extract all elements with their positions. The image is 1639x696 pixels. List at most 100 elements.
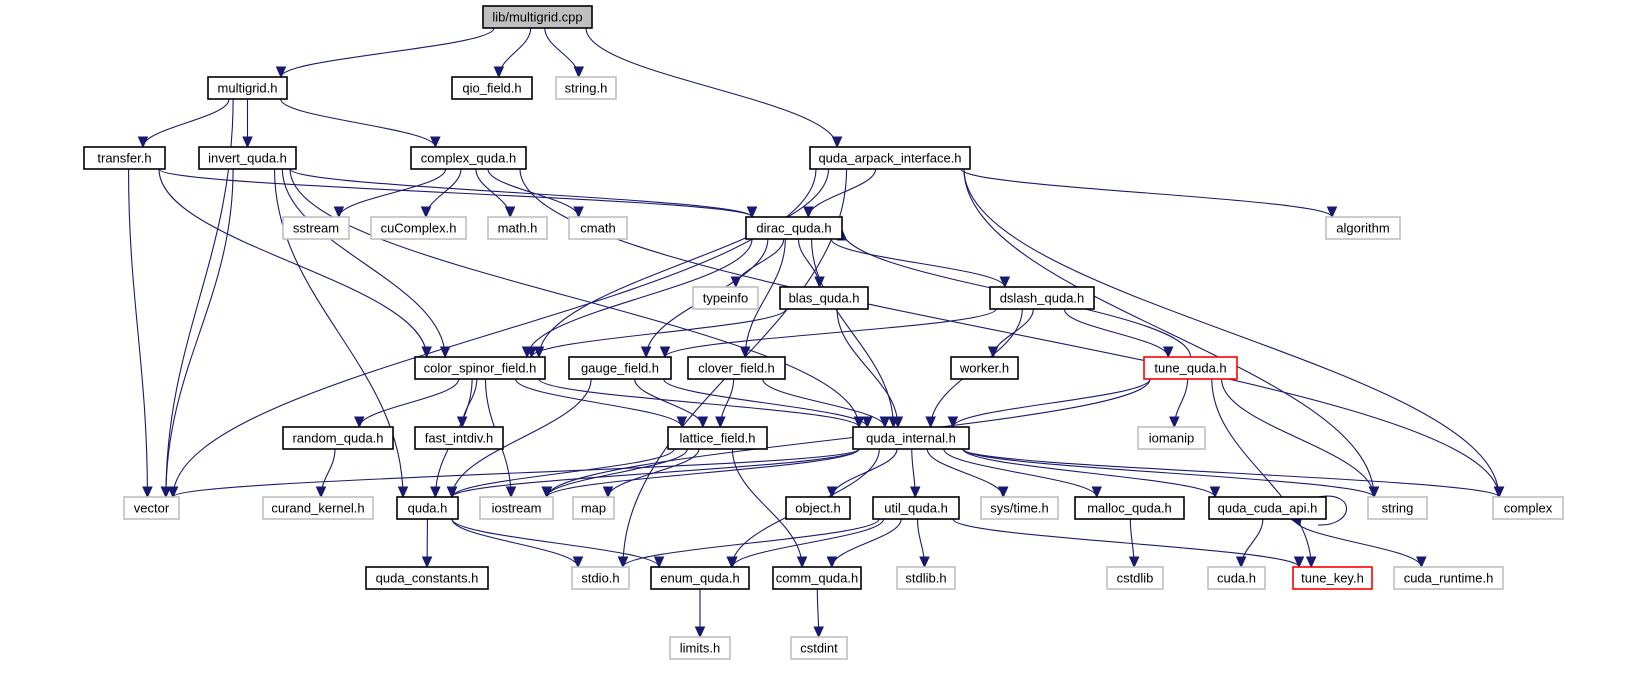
node-stdlib-h[interactable]: stdlib.h [896,566,956,590]
edge-lattice-field-h-to-iostream [546,448,688,498]
edge-quda-internal-h-to-quda-cuda-api-h [962,448,1216,498]
node-comm-quda-h[interactable]: comm_quda.h [772,566,862,590]
node-label: dirac_quda.h [756,221,831,236]
node-map[interactable]: map [572,496,615,520]
node-label: curand_kernel.h [271,501,364,516]
node-fast-intdiv-h[interactable]: fast_intdiv.h [414,426,504,450]
node-cstdlib[interactable]: cstdlib [1106,566,1164,590]
node-random-quda-h[interactable]: random_quda.h [282,426,394,450]
node-box [989,286,1095,310]
node-box [414,356,546,380]
node-algorithm[interactable]: algorithm [1325,216,1401,240]
node-util-quda-h[interactable]: util_quda.h [872,496,960,520]
edge-util-quda-h-to-enum-quda-h [731,518,885,568]
edge-root-to-multigrid-h [280,27,495,78]
node-box [568,356,672,380]
edge-quda-internal-h-to-complex [962,448,1500,498]
node-box [1393,566,1504,590]
node-box [1367,496,1428,520]
node-cuda-runtime-h[interactable]: cuda_runtime.h [1393,566,1504,590]
node-blas-quda-h[interactable]: blas_quda.h [779,286,869,310]
node-quda-internal-h[interactable]: quda_internal.h [852,426,970,450]
node-quda-h[interactable]: quda.h [396,496,459,520]
edge-tune-quda-h-to-quda-internal-h-arrow [947,416,959,429]
edge-quda-internal-h-to-iostream [546,448,860,498]
node-label: color_spinor_field.h [424,361,537,376]
node-complex-quda-h[interactable]: complex_quda.h [410,146,527,170]
edge-color-spinor-field-h-to-quda-internal-h [538,378,860,428]
edge-quda-internal-h-to-vector [172,448,860,498]
node-quda-constants-h[interactable]: quda_constants.h [365,566,489,590]
node-quda-cuda-api-h[interactable]: quda_cuda_api.h [1208,496,1327,520]
node-label: invert_quda.h [208,151,287,166]
node-curand-kernel-h[interactable]: curand_kernel.h [262,496,374,520]
node-sys-time-h[interactable]: sys/time.h [980,496,1059,520]
edge-comm-quda-h-to-cstdint-arrow [813,626,824,639]
node-malloc-quda-h[interactable]: malloc_quda.h [1074,496,1185,520]
node-enum-quda-h[interactable]: enum_quda.h [650,566,750,590]
node-box [555,76,617,100]
edge-gauge-field-h-to-lattice-field-h-arrow [697,416,709,429]
edge-transfer-h-to-vector-arrow [142,486,153,499]
node-dirac-quda-h[interactable]: dirac_quda.h [745,216,843,240]
edge-util-quda-h-to-stdlib-h-arrow [919,556,930,569]
node-cmath[interactable]: cmath [568,216,628,240]
node-typeinfo[interactable]: typeinfo [692,286,759,310]
edge-tune-quda-h-to-tune-key-h-arrow [1305,556,1317,569]
node-label: typeinfo [703,291,749,306]
node-lattice-field-h[interactable]: lattice_field.h [667,426,768,450]
edge-dslash-quda-h-to-gauge-field-h [664,308,997,358]
node-stdio-h[interactable]: stdio.h [571,566,630,590]
node-invert-quda-h[interactable]: invert_quda.h [198,146,297,170]
edge-quda-internal-h-to-iostream-arrow [541,486,553,499]
node-transfer-h[interactable]: transfer.h [83,146,166,170]
node-object-h[interactable]: object.h [785,496,851,520]
node-cuda-h[interactable]: cuda.h [1207,566,1266,590]
node-box [123,496,180,520]
edge-blas-quda-h-to-color-spinor-field-h [531,308,787,358]
node-tune-key-h[interactable]: tune_key.h [1292,566,1373,590]
node-iostream[interactable]: iostream [479,496,554,520]
node-label: complex [1504,501,1553,516]
node-box [790,636,848,660]
edge-quda-h-to-enum-quda-h [451,518,660,568]
node-cuComplex-h[interactable]: cuComplex.h [370,216,467,240]
node-clover-field-h[interactable]: clover_field.h [687,356,786,380]
node-root[interactable]: lib/multigrid.cpp [482,5,593,29]
node-multigrid-h[interactable]: multigrid.h [207,76,288,100]
node-quda-arpack-interface-h[interactable]: quda_arpack_interface.h [809,146,971,170]
node-label: dslash_quda.h [1000,291,1085,306]
node-box [568,216,628,240]
edge-dslash-quda-h-to-tune-quda-h-arrow [1162,346,1174,359]
node-box [692,286,759,310]
node-gauge-field-h[interactable]: gauge_field.h [568,356,672,380]
node-complex[interactable]: complex [1492,496,1564,520]
node-box [669,636,731,660]
edge-gauge-field-h-to-quda-internal-h-arrow [862,416,873,429]
node-box [83,146,166,170]
node-label: cuComplex.h [381,221,457,236]
edge-dirac-quda-h-to-typeinfo-arrow [730,276,742,289]
edge-quda-h-to-stdio-h [451,518,579,568]
node-dslash-quda-h[interactable]: dslash_quda.h [989,286,1095,310]
node-label: quda_internal.h [866,431,956,446]
node-string[interactable]: string [1367,496,1428,520]
node-math-h[interactable]: math.h [487,216,548,240]
node-limits-h[interactable]: limits.h [669,636,731,660]
edge-lattice-field-h-to-comm-quda-h [731,448,803,568]
node-qio-field-h[interactable]: qio_field.h [451,76,533,100]
node-string-h[interactable]: string.h [555,76,617,100]
node-box [872,496,960,520]
edge-quda-internal-h-to-malloc-quda-h-arrow [1091,486,1102,499]
edge-lattice-field-h-to-map-arrow [602,486,614,499]
node-worker-h[interactable]: worker.h [950,356,1019,380]
node-vector[interactable]: vector [123,496,180,520]
node-iomanip[interactable]: iomanip [1137,426,1206,450]
node-cstdint[interactable]: cstdint [790,636,848,660]
node-color-spinor-field-h[interactable]: color_spinor_field.h [414,356,546,380]
node-tune-quda-h[interactable]: tune_quda.h [1143,356,1238,380]
node-sstream[interactable]: sstream [282,216,350,240]
edge-multigrid-h-to-transfer-h [142,98,230,148]
node-label: quda_arpack_interface.h [818,151,961,166]
